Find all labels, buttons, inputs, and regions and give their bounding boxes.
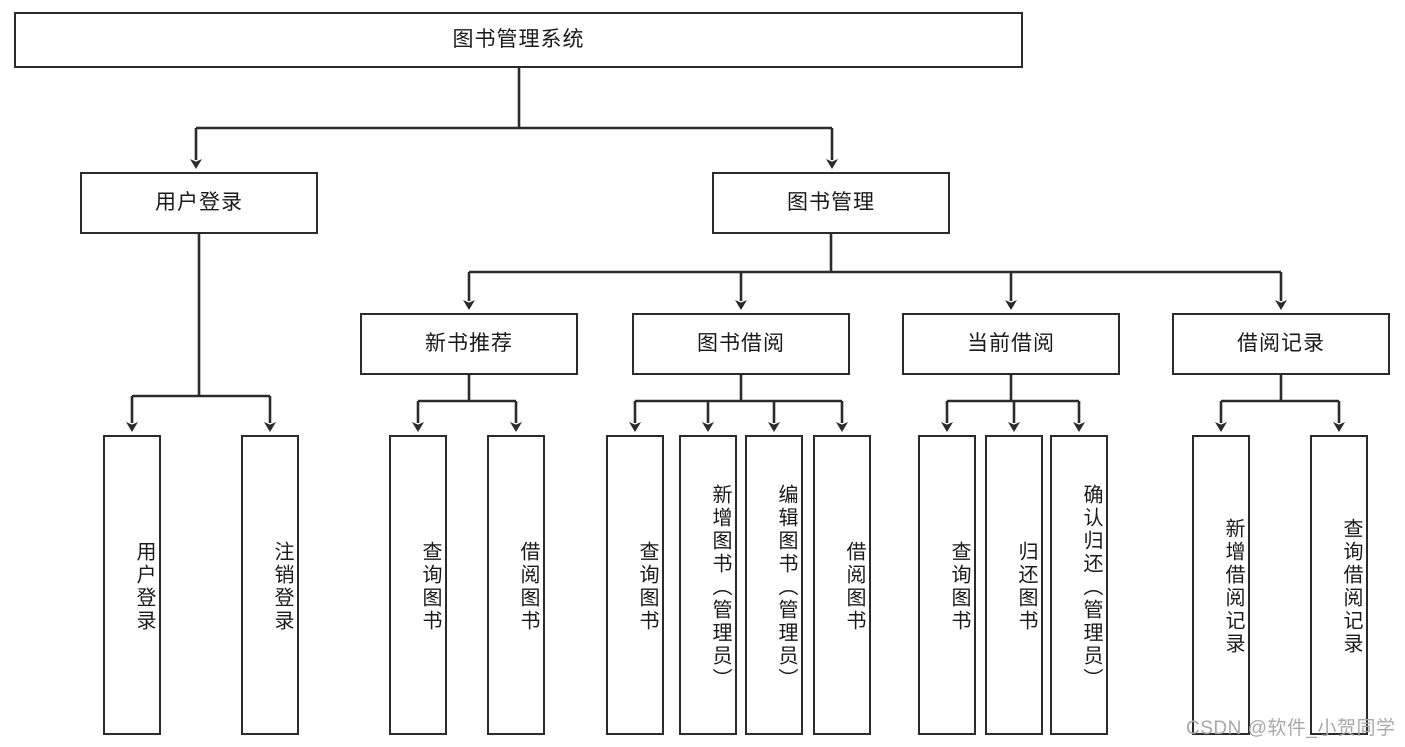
node-label: 当前借阅 — [967, 332, 1055, 356]
node-book-management-system[interactable]: 图书管理系统 — [14, 12, 1023, 68]
leaf-logout-login[interactable]: 注销登录 — [241, 435, 299, 735]
node-book-management[interactable]: 图书管理 — [712, 172, 950, 234]
leaf-add-book-admin[interactable]: 新增图书（管理员） — [679, 435, 737, 735]
node-label: 新书推荐 — [425, 332, 513, 356]
node-label: 图书借阅 — [697, 332, 785, 356]
leaf-user-login[interactable]: 用户登录 — [103, 435, 161, 735]
node-user-login[interactable]: 用户登录 — [80, 172, 318, 234]
node-current-borrow[interactable]: 当前借阅 — [902, 313, 1120, 375]
node-label: 查询图书 — [948, 541, 970, 633]
leaf-add-borrow-record[interactable]: 新增借阅记录 — [1192, 435, 1250, 735]
csdn-watermark: CSDN @软件_小贺同学 — [1186, 718, 1396, 739]
node-label: 查询图书 — [419, 541, 441, 633]
leaf-query-book-2[interactable]: 查询图书 — [606, 435, 664, 735]
leaf-return-book[interactable]: 归还图书 — [985, 435, 1043, 735]
node-book-borrow[interactable]: 图书借阅 — [632, 313, 850, 375]
leaf-query-borrow-record[interactable]: 查询借阅记录 — [1310, 435, 1368, 735]
node-label: 图书管理 — [787, 191, 875, 215]
node-label: 新增借阅记录 — [1222, 518, 1244, 656]
node-label: 借阅图书 — [843, 541, 865, 633]
node-label: 用户登录 — [133, 541, 155, 633]
node-label: 图书管理系统 — [452, 28, 585, 52]
node-label: 查询图书 — [636, 541, 658, 633]
leaf-borrow-book-1[interactable]: 借阅图书 — [487, 435, 545, 735]
leaf-query-book-1[interactable]: 查询图书 — [389, 435, 447, 735]
node-label: 编辑图书（管理员） — [775, 483, 797, 691]
node-borrow-record[interactable]: 借阅记录 — [1172, 313, 1390, 375]
node-label: 新增图书（管理员） — [709, 483, 731, 691]
leaf-borrow-book-2[interactable]: 借阅图书 — [813, 435, 871, 735]
node-label: 归还图书 — [1015, 541, 1037, 633]
leaf-edit-book-admin[interactable]: 编辑图书（管理员） — [745, 435, 803, 735]
node-label: 注销登录 — [271, 541, 293, 633]
node-label: 用户登录 — [155, 191, 243, 215]
leaf-query-book-3[interactable]: 查询图书 — [918, 435, 976, 735]
node-label: 确认归还（管理员） — [1080, 483, 1102, 691]
node-new-book-recommend[interactable]: 新书推荐 — [360, 313, 578, 375]
node-label: 借阅图书 — [517, 541, 539, 633]
leaf-confirm-return-admin[interactable]: 确认归还（管理员） — [1050, 435, 1108, 735]
node-label: 借阅记录 — [1237, 332, 1325, 356]
node-label: 查询借阅记录 — [1340, 518, 1362, 656]
